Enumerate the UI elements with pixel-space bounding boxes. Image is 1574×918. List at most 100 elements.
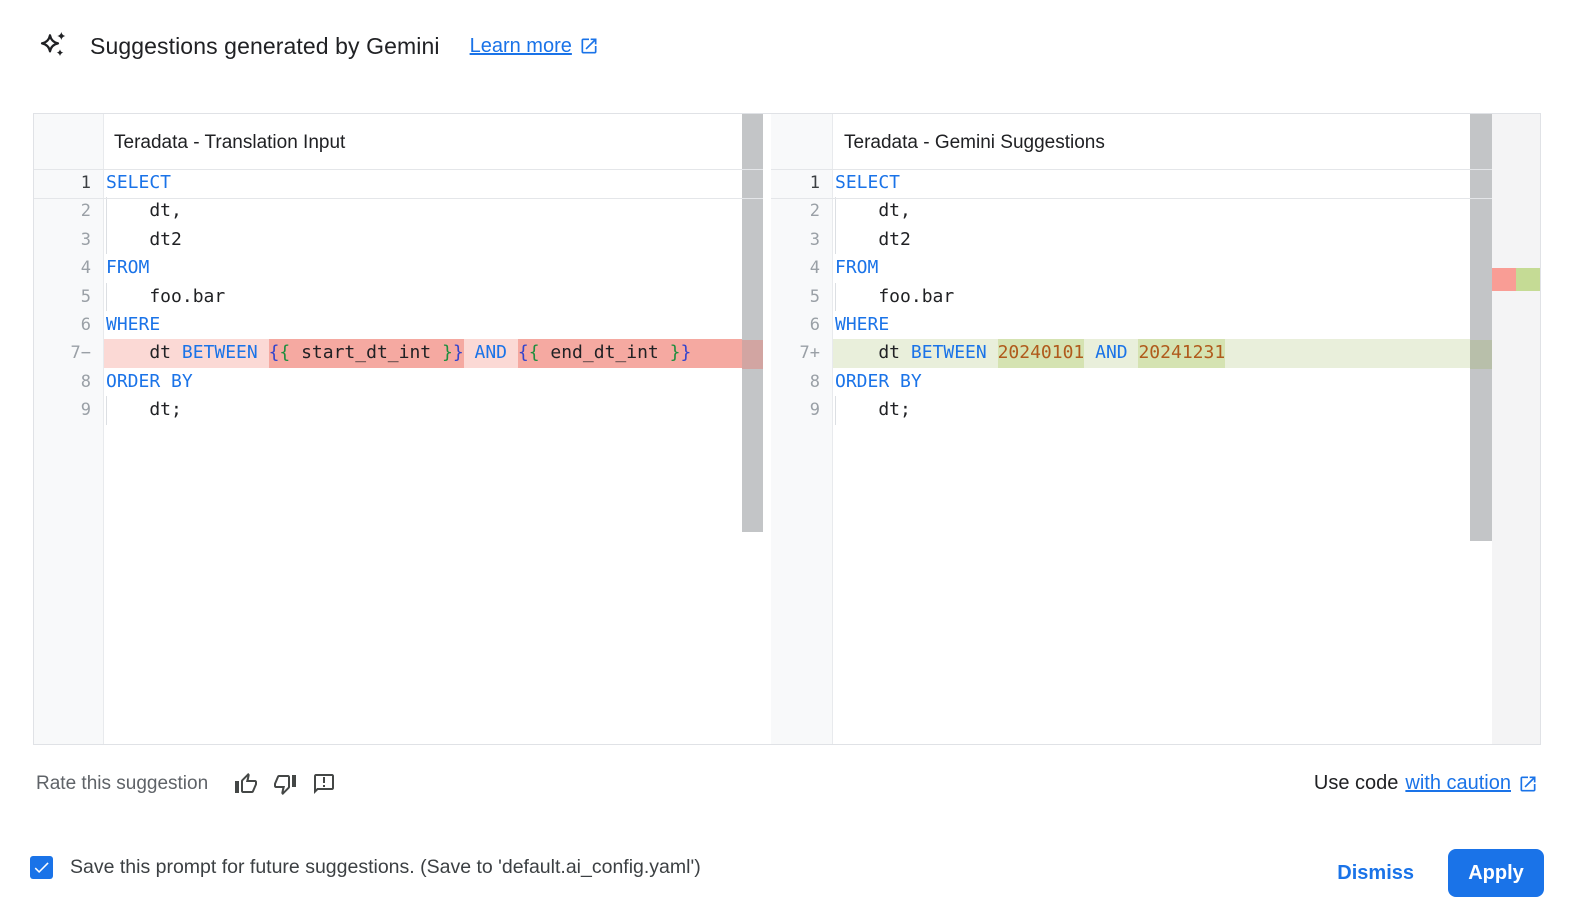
code-line[interactable]: FROM <box>104 254 742 282</box>
token-id: foo.bar <box>835 285 955 307</box>
code-segment: SELECT <box>106 169 171 197</box>
feedback-icon <box>314 774 335 794</box>
code-segment: dt, <box>106 197 182 225</box>
code-segment: SELECT <box>835 169 900 197</box>
learn-more-link[interactable]: Learn more <box>470 35 599 58</box>
code-line[interactable]: dt, <box>833 197 1470 226</box>
token-kw: ORDER BY <box>106 370 193 392</box>
indent-guide <box>106 396 107 425</box>
scrollbar[interactable] <box>742 114 763 744</box>
code-line[interactable]: FROM <box>833 254 1470 282</box>
learn-more-label: Learn more <box>469 34 572 57</box>
token-id: dt2 <box>106 228 182 250</box>
token-id <box>507 342 518 363</box>
code-line[interactable]: WHERE <box>104 311 742 339</box>
code-line[interactable]: WHERE <box>833 311 1470 339</box>
diff-marker-added <box>1516 268 1540 291</box>
token-kw: SELECT <box>835 172 901 193</box>
indent-guide <box>835 396 836 425</box>
use-code-prefix: Use code <box>1313 772 1399 794</box>
code-segment: AND <box>464 339 518 367</box>
code-line[interactable]: dt, <box>104 197 742 226</box>
code-line[interactable]: foo.bar <box>104 282 742 311</box>
indent-guide <box>835 282 836 311</box>
code-line[interactable]: dt BETWEEN {{ start_dt_int }} AND {{ end… <box>104 339 742 368</box>
apply-button[interactable]: Apply <box>1448 849 1544 897</box>
gutter-header-spacer <box>34 114 103 169</box>
diff-word-highlight: 20240101 <box>997 339 1085 368</box>
code-line[interactable]: dt2 <box>104 225 742 255</box>
token-id: dt, <box>835 200 911 222</box>
token-id: dt2 <box>835 228 911 250</box>
token-kw: AND <box>1095 342 1128 364</box>
gemini-sparkle-icon <box>40 32 66 56</box>
indent-guide <box>106 282 107 311</box>
diff-overview-ruler[interactable] <box>1492 114 1540 744</box>
line-number: 5 <box>80 286 91 307</box>
code-line[interactable]: dt BETWEEN 20240101 AND 20241231 <box>833 339 1470 368</box>
gutter-header-spacer <box>771 114 832 169</box>
token-b1: { <box>268 342 280 364</box>
line-number: 5 <box>809 286 820 307</box>
scrollbar-thumb[interactable] <box>1470 114 1492 541</box>
code-segment: ORDER BY <box>106 368 193 396</box>
line-number: 7− <box>70 343 91 364</box>
token-kw: SELECT <box>106 172 172 193</box>
token-b2: } <box>669 342 681 364</box>
code-segment: foo.bar <box>835 283 954 311</box>
code-line[interactable]: foo.bar <box>833 282 1470 311</box>
token-id: dt <box>106 342 182 364</box>
code-line[interactable]: dt; <box>833 396 1470 425</box>
line-number: 1 <box>809 173 820 193</box>
scrollbar-diff-tint <box>1470 340 1492 369</box>
dismiss-button[interactable]: Dismiss <box>1321 849 1430 897</box>
scrollbar-thumb[interactable] <box>742 114 763 532</box>
code-line[interactable]: ORDER BY <box>833 368 1470 396</box>
token-b2: { <box>528 342 540 364</box>
token-kw: WHERE <box>835 313 890 335</box>
diff-marker-removed <box>1492 268 1516 291</box>
save-prompt-checkbox[interactable] <box>30 856 53 879</box>
code-segment: dt2 <box>106 226 182 254</box>
code-segment: ORDER BY <box>835 368 922 396</box>
use-code-caution-link[interactable]: with caution <box>1405 772 1511 794</box>
code-segment: dt; <box>835 396 911 424</box>
code-line[interactable]: SELECT <box>833 169 1470 197</box>
feedback-button[interactable] <box>311 771 337 797</box>
token-id: dt <box>835 342 911 364</box>
line-number: 2 <box>80 201 91 222</box>
code-line[interactable]: dt; <box>104 396 742 425</box>
code-segment: AND <box>1084 339 1138 367</box>
token-b1: { <box>517 342 529 364</box>
line-number: 4 <box>809 258 820 279</box>
line-number: 1 <box>80 173 91 193</box>
indent-guide <box>835 197 836 226</box>
code-segment: dt2 <box>835 226 911 254</box>
panel-title: Teradata - Translation Input <box>114 132 346 153</box>
thumbs-down-button[interactable] <box>272 771 298 797</box>
rate-suggestion-row: Rate this suggestion <box>36 770 337 798</box>
code-line[interactable]: ORDER BY <box>104 368 742 396</box>
token-kw: BETWEEN <box>910 342 987 364</box>
token-id: foo.bar <box>106 285 226 307</box>
code-line[interactable]: dt2 <box>833 225 1470 255</box>
code-line[interactable]: SELECT <box>104 169 742 197</box>
code-segment: dt; <box>106 396 182 424</box>
token-id <box>258 342 269 363</box>
scrollbar[interactable] <box>1470 114 1492 744</box>
token-kw: WHERE <box>106 313 161 335</box>
thumbs-up-button[interactable] <box>233 771 259 797</box>
token-b1: } <box>452 342 464 364</box>
save-prompt-row[interactable]: Save this prompt for future suggestions.… <box>30 856 701 879</box>
line-number: 9 <box>80 400 91 421</box>
token-b1: } <box>680 342 692 364</box>
